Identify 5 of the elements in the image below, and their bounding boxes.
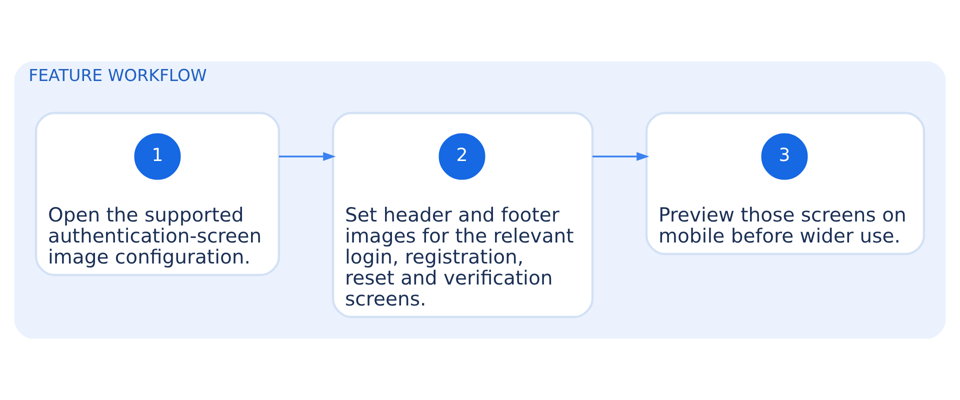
node-circle: 1 [134,133,181,180]
arrow [592,152,650,161]
node-circle: 2 [438,133,486,180]
node-circle: 3 [761,133,808,180]
arrow [279,152,336,161]
